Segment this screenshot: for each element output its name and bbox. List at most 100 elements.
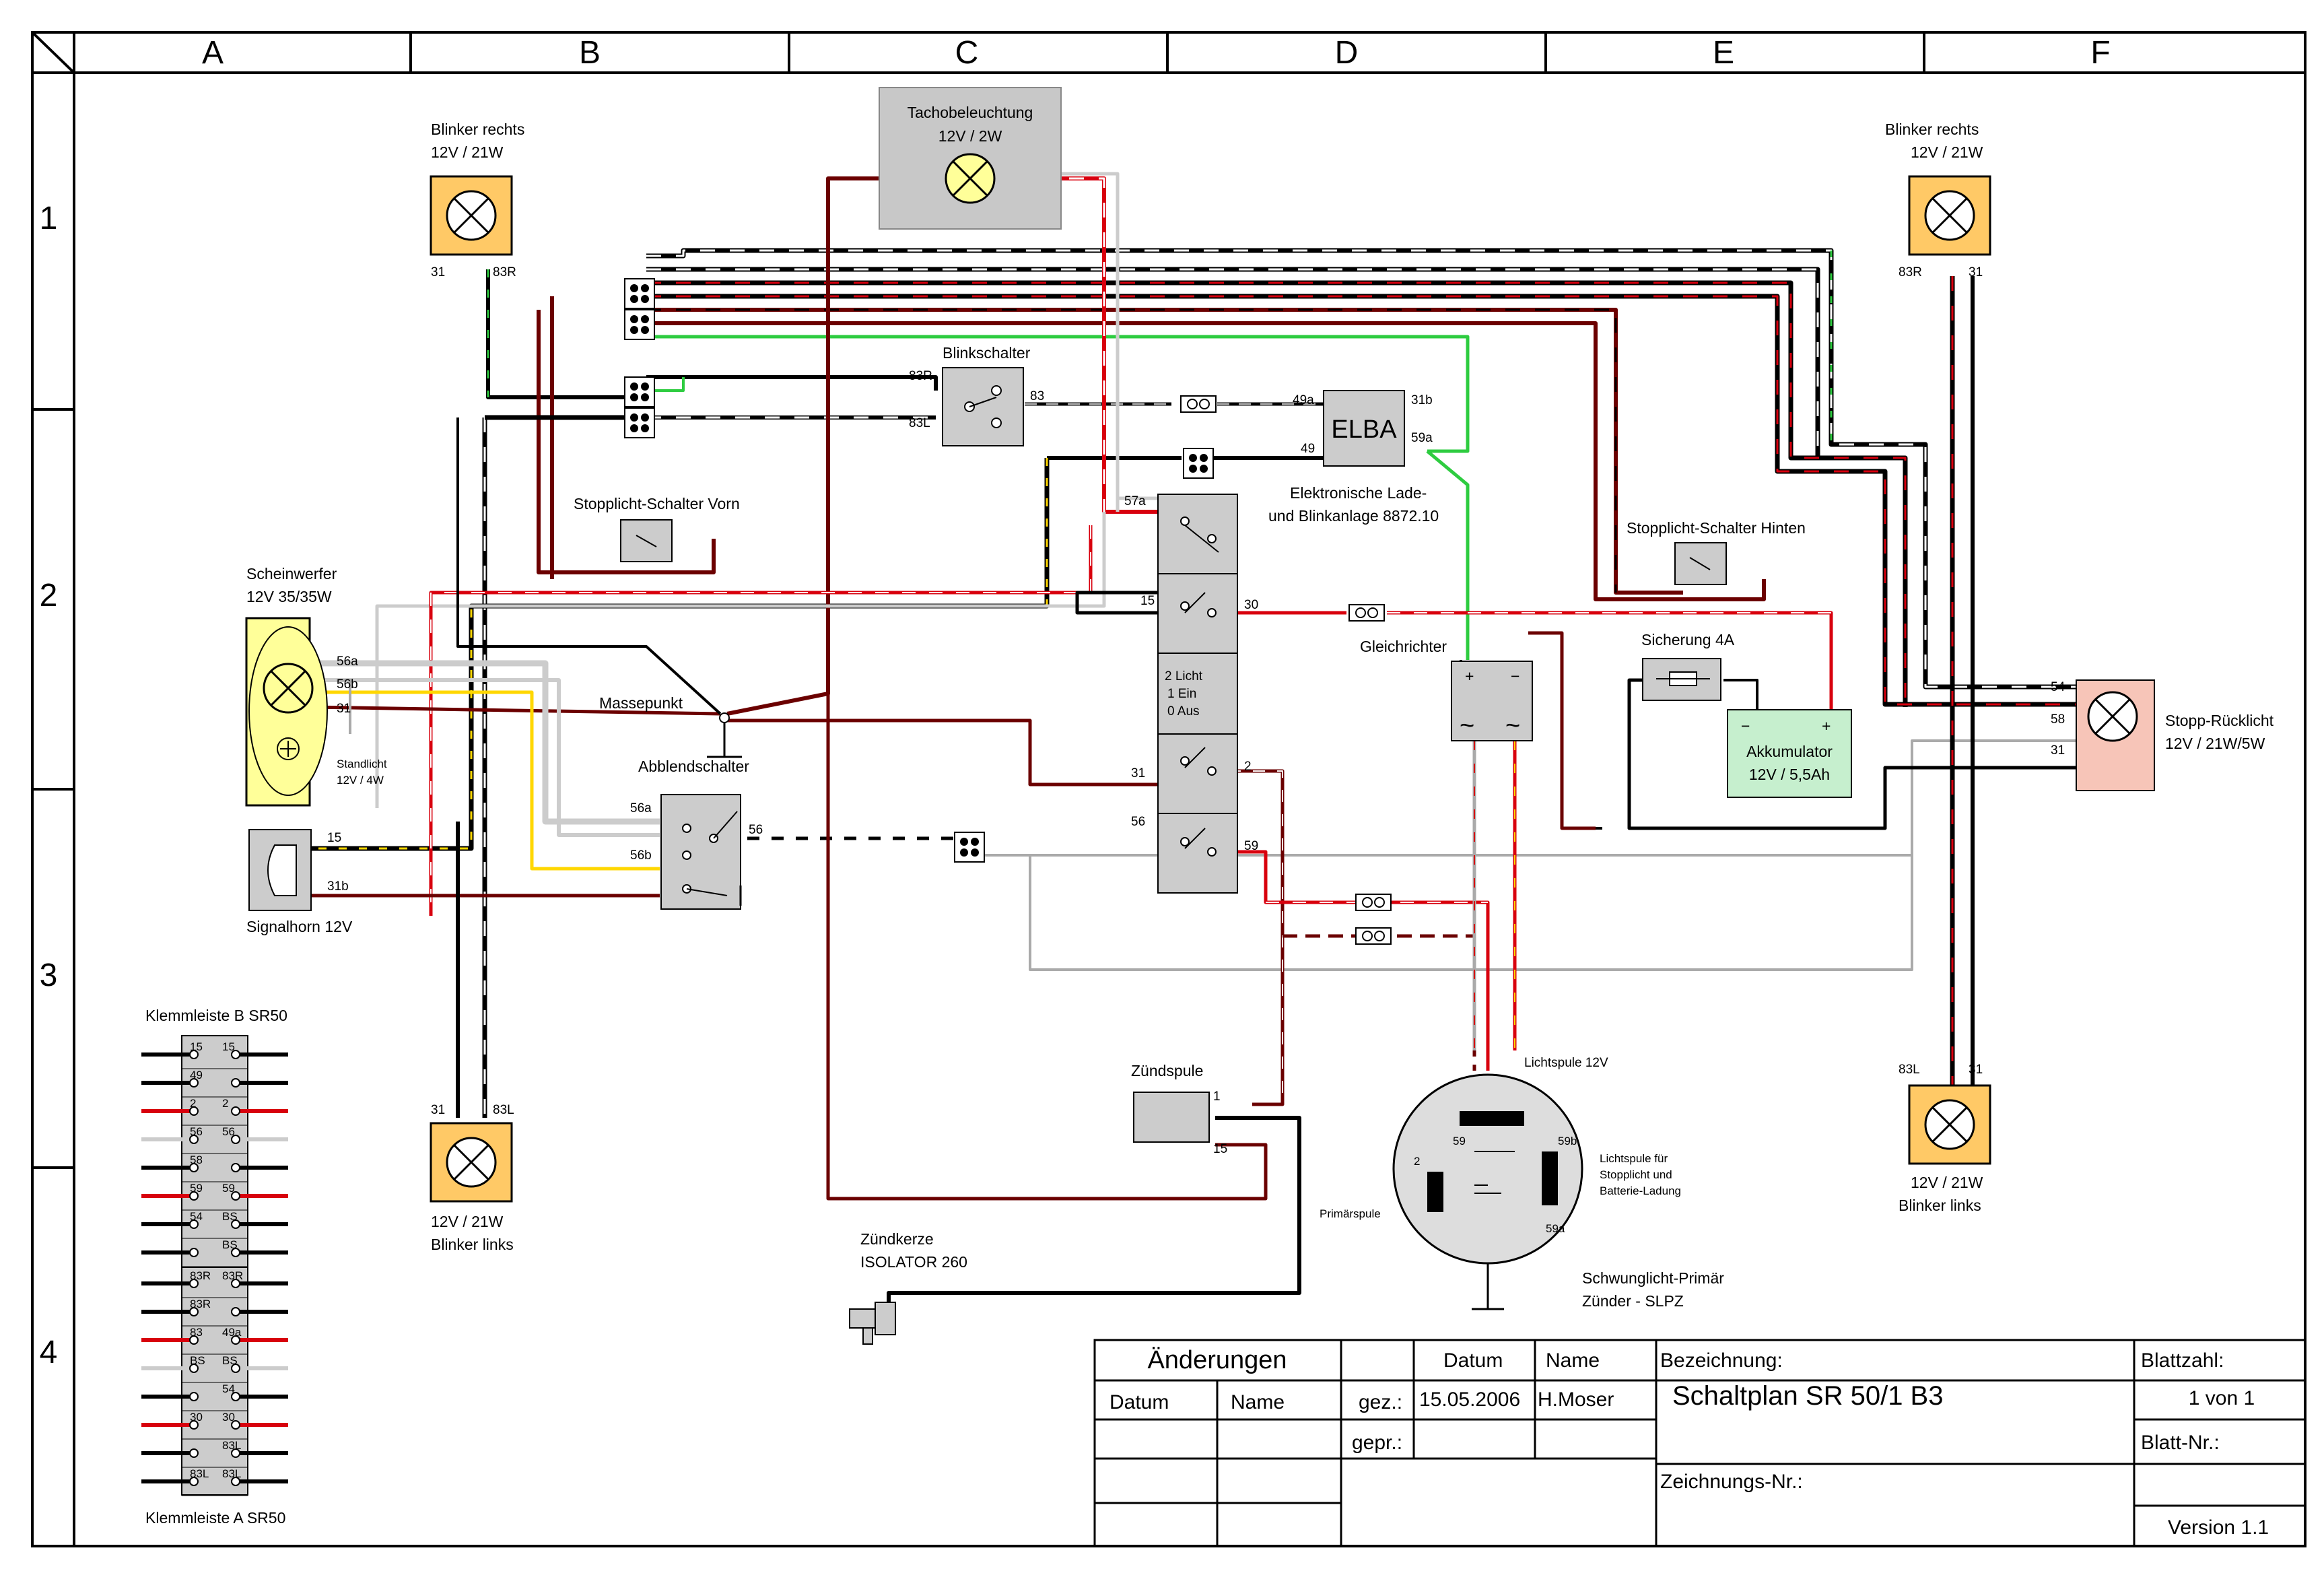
column-a: A [202, 35, 224, 71]
svg-text:30: 30 [1244, 598, 1258, 612]
svg-text:0 Aus: 0 Aus [1167, 704, 1200, 718]
terminal-label-right: 83R [222, 1269, 243, 1282]
svg-text:Name: Name [1546, 1349, 1600, 1372]
svg-text:Signalhorn 12V: Signalhorn 12V [246, 918, 353, 935]
svg-text:Stopplicht-Schalter Hinten: Stopplicht-Schalter Hinten [1627, 519, 1806, 537]
stopp-ruecklicht: 54 58 31 Stopp-Rücklicht 12V / 21W/5W [2051, 679, 2274, 791]
terminal-label-left: 83R [190, 1298, 211, 1310]
terminal-label-right: BS [222, 1238, 238, 1251]
terminal-label-right: BS [222, 1210, 238, 1223]
spark-plug-icon [849, 1308, 877, 1329]
lamp-icon [446, 1137, 497, 1188]
svg-text:Sicherung 4A: Sicherung 4A [1641, 631, 1735, 648]
terminal-label-left: 59 [190, 1182, 203, 1195]
terminal-screw [189, 1420, 199, 1430]
terminal-screw [231, 1078, 240, 1088]
svg-text:12V / 21W: 12V / 21W [431, 143, 504, 161]
svg-text:12V / 21W/5W: 12V / 21W/5W [2165, 735, 2265, 752]
svg-text:Elektronische Lade-: Elektronische Lade- [1290, 484, 1427, 502]
svg-text:49: 49 [1301, 442, 1315, 456]
aenderungen-header: Änderungen [1147, 1346, 1287, 1374]
svg-text:Blinkschalter: Blinkschalter [943, 344, 1031, 362]
svg-text:Version 1.1: Version 1.1 [2168, 1516, 2269, 1539]
svg-text:83: 83 [1030, 389, 1044, 403]
slpz-magneto: Lichtspule 12V Lichtspule für Stopplicht… [1320, 1056, 1724, 1310]
svg-text:Name: Name [1231, 1391, 1285, 1413]
terminal-screw [231, 1191, 240, 1201]
terminal-label-right: 83L [222, 1439, 241, 1452]
lamp-icon [1924, 1099, 1975, 1150]
terminal-screw [189, 1106, 199, 1116]
column-f: F [2090, 35, 2110, 71]
svg-text:31: 31 [431, 265, 445, 279]
svg-text:1 von 1: 1 von 1 [2189, 1387, 2255, 1409]
blinker-rechts-right: Blinker rechts 12V / 21W 83R 31 [1885, 121, 1991, 279]
terminal-label-left: 30 [190, 1411, 203, 1424]
svg-text:12V 35/35W: 12V 35/35W [246, 588, 332, 605]
svg-text:Zündspule: Zündspule [1131, 1062, 1203, 1079]
svg-text:83R: 83R [493, 265, 516, 279]
terminal-screw [231, 1248, 240, 1257]
terminal-screw [189, 1050, 199, 1059]
svg-text:56: 56 [749, 823, 763, 837]
svg-text:12V / 21W: 12V / 21W [431, 1213, 504, 1230]
svg-text:Klemmleiste B SR50: Klemmleiste B SR50 [145, 1007, 287, 1024]
terminal-screw [189, 1248, 199, 1257]
svg-text:Datum: Datum [1109, 1391, 1169, 1413]
terminal-label-left: BS [190, 1354, 205, 1367]
svg-text:59: 59 [1453, 1135, 1466, 1147]
svg-text:59: 59 [1244, 839, 1258, 853]
svg-text:Akkumulator: Akkumulator [1746, 743, 1833, 760]
svg-text:31: 31 [1131, 766, 1145, 780]
svg-text:1: 1 [1213, 1090, 1221, 1104]
svg-text:15: 15 [1140, 594, 1155, 608]
terminal-screw [231, 1477, 240, 1486]
svg-text:Klemmleiste A SR50: Klemmleiste A SR50 [145, 1509, 285, 1527]
title-block [1093, 1339, 2306, 1547]
terminal-label-left: 83R [190, 1269, 211, 1282]
svg-text:Primärspule: Primärspule [1320, 1207, 1381, 1220]
svg-text:2: 2 [1244, 760, 1252, 774]
svg-text:31: 31 [337, 702, 351, 716]
svg-text:Zünder - SLPZ: Zünder - SLPZ [1582, 1292, 1684, 1310]
svg-text:31: 31 [2051, 743, 2065, 758]
terminal-screw [231, 1335, 240, 1345]
svg-text:Schwunglicht-Primär: Schwunglicht-Primär [1582, 1269, 1724, 1287]
wires [309, 172, 2087, 1320]
column-labels: A B C D E F 1 2 3 4 [40, 35, 2111, 1370]
svg-text:59a: 59a [1411, 431, 1433, 445]
svg-text:−: − [1511, 667, 1519, 685]
terminal-screw [231, 1448, 240, 1458]
blinker-links-left: 31 83L 12V / 21W Blinker links [430, 1103, 514, 1253]
terminal-screw [231, 1106, 240, 1116]
stopplicht-schalter-vorn: Stopplicht-Schalter Vorn [574, 495, 740, 562]
svg-text:56a: 56a [337, 655, 358, 669]
svg-text:12V / 4W: 12V / 4W [337, 774, 384, 787]
terminal-screw [189, 1163, 199, 1172]
svg-text:59a: 59a [1546, 1222, 1565, 1235]
terminal-label-right: 2 [222, 1097, 228, 1110]
signalhorn: 15 31b Signalhorn 12V [246, 829, 353, 935]
terminal-screw [189, 1335, 199, 1345]
terminal-screw [231, 1420, 240, 1430]
terminal-screw [189, 1191, 199, 1201]
column-e: E [1713, 35, 1734, 71]
svg-text:Blinker links: Blinker links [1899, 1197, 1981, 1214]
svg-text:1 Ein: 1 Ein [1167, 687, 1196, 701]
svg-text:~: ~ [1505, 712, 1520, 740]
svg-text:15: 15 [327, 831, 341, 845]
svg-text:+: + [1465, 667, 1474, 685]
column-c: C [955, 35, 979, 71]
svg-text:83L: 83L [493, 1103, 514, 1117]
svg-text:12V / 21W: 12V / 21W [1911, 1174, 1983, 1191]
row-4: 4 [40, 1335, 58, 1370]
massepunkt: Massepunkt [599, 694, 742, 758]
svg-text:54: 54 [2051, 680, 2065, 694]
column-d: D [1335, 35, 1359, 71]
terminal-screw [231, 1219, 240, 1229]
terminal-label-left: 58 [190, 1154, 203, 1166]
svg-text:Abblendschalter: Abblendschalter [638, 758, 749, 775]
svg-text:Stopplicht-Schalter Vorn: Stopplicht-Schalter Vorn [574, 495, 740, 512]
svg-text:83R: 83R [909, 369, 932, 383]
